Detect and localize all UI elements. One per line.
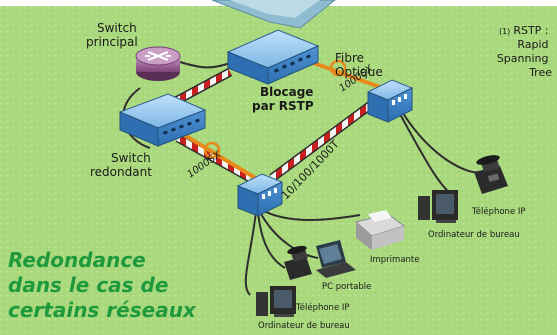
blocage-label: Blocage par RSTP [252, 85, 318, 113]
desktop-computer-icon-left [256, 286, 296, 317]
ip-phone-icon-right [474, 155, 508, 194]
ordinateur-right-label: Ordinateur de bureau [428, 230, 520, 240]
telephone-ip-right-label: Téléphone IP [471, 206, 526, 217]
router-to-main-cable [179, 61, 231, 69]
box-edge-light [230, 0, 320, 18]
headline: Redondance dans le cas de certains résea… [8, 248, 197, 322]
telephone-ip-left-label: Téléphone IP [295, 302, 350, 313]
pc-portable-label: PC portable [322, 282, 371, 292]
desktop-computer-icon-right [418, 190, 458, 223]
printer-icon [354, 210, 406, 250]
rstp-note: (1)RSTP : Rapid Spanning Tree [497, 24, 552, 79]
imprimante-label: Imprimante [370, 255, 419, 265]
redundant-switch-icon [118, 93, 207, 147]
fibre-optique-label: Fibre Optique [335, 51, 383, 79]
ip-phone-icon-left [284, 245, 312, 280]
cables [122, 56, 481, 296]
switch-redondant-label: Switch redondant [90, 151, 155, 179]
switch-principal-router-icon [135, 46, 181, 81]
lower-distribution-switch-icon [236, 173, 284, 217]
switch-principal-label: Switch principal [86, 21, 141, 49]
ordinateur-left-label: Ordinateur de bureau [258, 321, 350, 331]
main-switch-icon [226, 29, 320, 85]
fiber-link-left [174, 128, 264, 184]
laptop-icon [316, 240, 356, 278]
right-distribution-switch-icon [366, 79, 414, 123]
